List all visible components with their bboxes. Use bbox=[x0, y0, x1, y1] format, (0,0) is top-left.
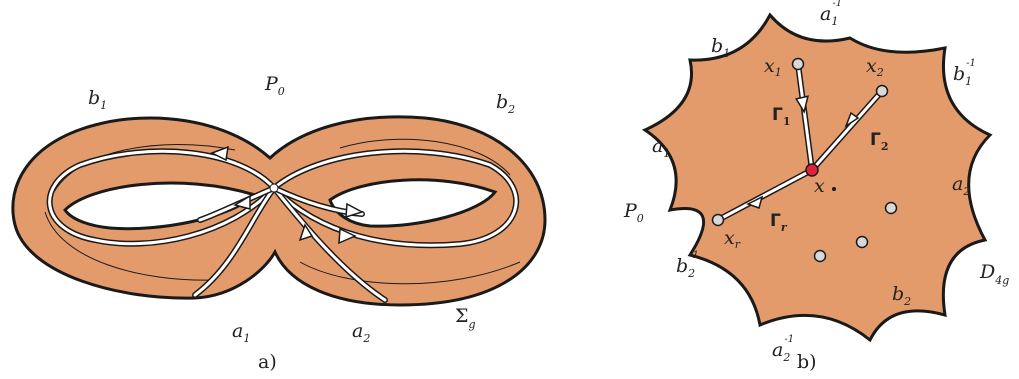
puncture-point bbox=[855, 235, 869, 249]
shade-line bbox=[339, 138, 511, 176]
label-a2: a2 bbox=[952, 173, 970, 198]
polygon-d4g bbox=[641, 12, 993, 343]
arrowhead bbox=[338, 227, 357, 245]
arrowhead bbox=[233, 194, 251, 210]
label-p0: P0 bbox=[623, 200, 644, 225]
label-x-dot: x bbox=[814, 175, 825, 197]
puncture-point bbox=[813, 249, 827, 263]
x-dot-mark bbox=[832, 187, 836, 191]
path-gamma-r bbox=[715, 167, 815, 223]
shade-line bbox=[44, 211, 216, 281]
arrowhead bbox=[345, 202, 364, 219]
label-b1-inv: b1-1 bbox=[953, 58, 976, 88]
arrowhead bbox=[210, 145, 229, 162]
label-x2: x2 bbox=[866, 55, 884, 79]
caption-a: a) bbox=[258, 351, 277, 373]
label-gamma-1: Γ1 bbox=[772, 105, 791, 128]
path-gamma-1 bbox=[795, 61, 815, 173]
arrowhead bbox=[298, 223, 314, 242]
surface-body bbox=[11, 115, 547, 307]
label-gamma-r: Γr bbox=[770, 211, 788, 234]
label-p0: P0 bbox=[264, 73, 285, 98]
arrowhead bbox=[844, 111, 860, 128]
label-xr: xr bbox=[724, 227, 741, 251]
loop-b1 bbox=[46, 148, 277, 247]
label-b1: b1 bbox=[711, 35, 730, 60]
label-gamma-2: Γ2 bbox=[870, 130, 889, 153]
point-xr bbox=[711, 213, 725, 227]
label-sigma-g: Σg bbox=[455, 305, 475, 331]
basepoint-p0 bbox=[269, 183, 279, 193]
loop-a1 bbox=[192, 185, 277, 298]
path-gamma-2 bbox=[809, 88, 885, 173]
caption-b: b) bbox=[797, 351, 817, 373]
label-b2-inv: b2-1 bbox=[676, 250, 699, 280]
label-b1: b1 bbox=[88, 87, 107, 112]
point-x1 bbox=[791, 57, 805, 71]
label-b2: b2 bbox=[892, 283, 911, 308]
label-a1: a1 bbox=[232, 320, 250, 345]
label-d4g: D4g bbox=[979, 261, 1009, 287]
hole-right bbox=[328, 178, 498, 228]
shade-line bbox=[299, 261, 521, 285]
label-b2: b2 bbox=[496, 91, 515, 116]
panel-b: a1-1 b1 b1-1 a1 a2 P0 b2-1 b2 a2-1 D4g x… bbox=[623, 0, 1009, 373]
point-x2 bbox=[875, 84, 889, 98]
arrowhead bbox=[746, 195, 764, 209]
basepoint-x-dot bbox=[805, 163, 819, 177]
shade-line bbox=[49, 143, 236, 201]
puncture-point bbox=[884, 201, 898, 215]
arrowhead bbox=[795, 95, 809, 114]
panel-a: b1 b2 P0 a1 a2 Σg a) bbox=[11, 73, 547, 373]
label-a1: a1 bbox=[652, 135, 670, 160]
loop-b2 bbox=[271, 148, 520, 249]
label-a2-inv: a2-1 bbox=[772, 334, 794, 364]
label-a1-inv: a1-1 bbox=[820, 0, 842, 28]
label-x1: x1 bbox=[764, 55, 782, 79]
label-a2: a2 bbox=[352, 320, 370, 345]
